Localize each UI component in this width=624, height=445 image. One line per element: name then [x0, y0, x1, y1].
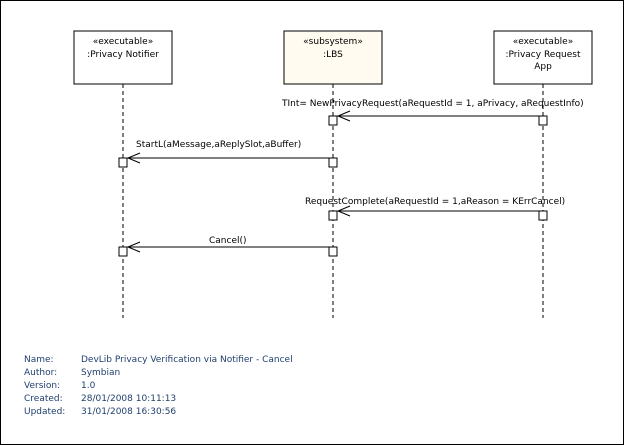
message-label: RequestComplete(aRequestId = 1,aReason =…	[305, 197, 565, 207]
metadata-updated-row: Updated: 31/01/2008 16:30:56	[24, 406, 293, 419]
metadata-key: Author:	[24, 368, 58, 378]
message-label: Cancel()	[209, 236, 247, 246]
metadata-key: Name:	[24, 355, 54, 365]
arrow-head-icon	[336, 110, 351, 122]
metadata-name-row: Name: DevLib Privacy Verification via No…	[24, 354, 293, 367]
metadata-created-row: Created: 28/01/2008 10:11:13	[24, 393, 293, 406]
metadata-value: Symbian	[81, 368, 121, 378]
diagram-metadata: Name: DevLib Privacy Verification via No…	[24, 354, 293, 419]
metadata-key: Updated:	[24, 407, 66, 417]
arrow-head-icon	[336, 205, 351, 217]
lifeline-stereotype: «executable»	[93, 37, 153, 47]
message-label: StartL(aMessage,aReplySlot,aBuffer)	[136, 140, 301, 150]
metadata-version-row: Version: 1.0	[24, 380, 293, 393]
message-new-privacy-request[interactable]: TInt= NewPrivacyRequest(aRequestId = 1, …	[281, 99, 584, 126]
lifeline-box[interactable]	[493, 30, 593, 85]
metadata-value: 28/01/2008 10:11:13	[81, 394, 177, 404]
lifeline-name: :LBS	[323, 50, 343, 60]
lifeline-stereotype: «executable»	[513, 37, 573, 47]
activation-box	[118, 157, 128, 168]
lifeline-name: :Privacy Notifier	[87, 50, 159, 60]
lifeline-box[interactable]	[73, 30, 173, 85]
metadata-value: DevLib Privacy Verification via Notifier…	[81, 355, 293, 365]
message-request-complete[interactable]: RequestComplete(aRequestId = 1,aReason =…	[305, 197, 565, 221]
activation-box	[328, 157, 338, 168]
activation-box	[538, 210, 548, 221]
arrow-head-icon	[126, 241, 141, 253]
activation-box	[328, 246, 338, 257]
activation-box	[328, 115, 338, 126]
lifeline-privacy-request-app[interactable]: «executable» :Privacy Request App	[493, 30, 593, 318]
metadata-value: 1.0	[81, 381, 96, 391]
message-label: TInt= NewPrivacyRequest(aRequestId = 1, …	[281, 99, 584, 109]
lifeline-privacy-notifier[interactable]: «executable» :Privacy Notifier	[73, 30, 173, 318]
lifeline-name-line2: App	[534, 62, 552, 72]
activation-box	[328, 210, 338, 221]
metadata-value: 31/01/2008 16:30:56	[81, 407, 177, 417]
message-cancel[interactable]: Cancel()	[118, 236, 338, 257]
arrow-head-icon	[126, 152, 141, 164]
lifeline-stereotype: «subsystem»	[303, 37, 363, 47]
activation-box	[118, 246, 128, 257]
activation-box	[538, 115, 548, 126]
message-startl[interactable]: StartL(aMessage,aReplySlot,aBuffer)	[118, 140, 338, 168]
metadata-author-row: Author: Symbian	[24, 367, 293, 380]
metadata-key: Version:	[24, 381, 61, 391]
lifeline-name: :Privacy Request	[505, 50, 581, 60]
metadata-key: Created:	[24, 394, 63, 404]
